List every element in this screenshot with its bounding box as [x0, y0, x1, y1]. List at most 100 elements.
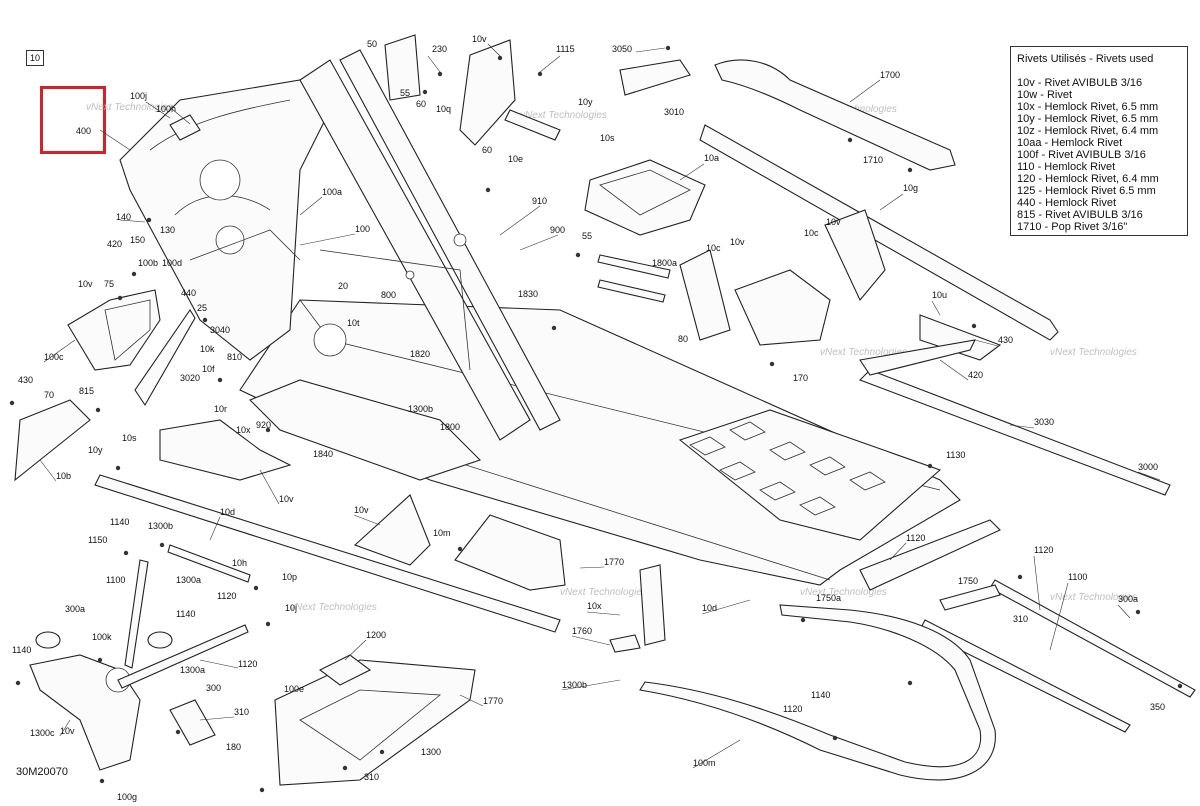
legend-item: 1710 - Pop Rivet 3/16" — [1017, 221, 1128, 233]
callout: 80 — [678, 334, 688, 344]
callout: 10j — [285, 603, 297, 613]
callout: 910 — [532, 196, 547, 206]
callout: 3030 — [1034, 417, 1054, 427]
callout: 1300 — [421, 747, 441, 757]
callout: 3040 — [210, 325, 230, 335]
callout: 10c — [804, 228, 819, 238]
callout: 20 — [338, 281, 348, 291]
callout: 75 — [104, 279, 114, 289]
legend-item: 10y - Hemlock Rivet, 6.5 mm — [1017, 113, 1159, 125]
callout: 1140 — [176, 609, 195, 619]
callout: 440 — [181, 288, 196, 298]
callout: 1130 — [946, 450, 965, 460]
callout: 300a — [65, 604, 85, 614]
watermark: vNext Technologies — [1050, 592, 1137, 603]
leader-lines — [39, 43, 1161, 769]
callout: 1100 — [1068, 572, 1087, 582]
callout: 310 — [1013, 614, 1028, 624]
callout: 130 — [160, 225, 175, 235]
callout: 100c — [44, 352, 64, 362]
callout: 430 — [18, 375, 33, 385]
watermark: vNext Technologies — [290, 602, 377, 613]
callout: 10v — [279, 494, 294, 504]
callout: 10a — [704, 153, 719, 163]
callout: 1750a — [816, 593, 841, 603]
callout: 1300c — [30, 728, 55, 738]
legend-item: 10aa - Hemlock Rivet — [1017, 137, 1123, 149]
callout: 1200 — [366, 630, 386, 640]
callout: 1300b — [408, 404, 433, 414]
callout: 800 — [381, 290, 396, 300]
callout: 1800 — [440, 422, 460, 432]
callout: 10c — [706, 243, 721, 253]
callout: 900 — [550, 225, 565, 235]
callout: 10q — [436, 104, 451, 114]
callout: 25 — [197, 303, 207, 313]
callout: 70 — [44, 390, 54, 400]
highlight-box — [40, 86, 106, 154]
callout: 10h — [232, 558, 247, 568]
callout: 100h — [156, 104, 176, 114]
callout: 10p — [282, 572, 297, 582]
callout: 1300b — [562, 680, 587, 690]
callout: 1140 — [110, 517, 129, 527]
callout: 430 — [998, 335, 1013, 345]
callout: 10x — [587, 601, 602, 611]
callout: 1770 — [483, 696, 503, 706]
page-number-box: 10 — [26, 50, 44, 66]
callout: 400 — [76, 126, 91, 136]
callout: 10y — [578, 97, 593, 107]
watermark: vNext Technologies — [800, 587, 887, 598]
callout-labels: 50 230 10v 1115 3050 1700 100j 100h 400 … — [12, 34, 1165, 802]
legend-item: 125 - Hemlock Rivet 6.5 mm — [1017, 185, 1156, 197]
left-parts — [14, 289, 561, 771]
callout: 1300a — [176, 575, 201, 585]
callout: 1120 — [217, 591, 236, 601]
callout: 10v — [472, 34, 487, 44]
legend-item: 10x - Hemlock Rivet, 6.5 mm — [1017, 101, 1159, 113]
callout: 1820 — [410, 349, 430, 359]
callout: 10s — [122, 433, 137, 443]
legend-item: 440 - Hemlock Rivet — [1017, 197, 1117, 209]
watermark: vNext Technologies — [560, 587, 647, 598]
legend-item: 110 - Hemlock Rivet — [1017, 161, 1116, 173]
callout: 50 — [367, 39, 377, 49]
callout: 1760 — [572, 626, 592, 636]
callout: 10y — [88, 445, 103, 455]
callout: 10v — [730, 237, 745, 247]
watermark: vNext Technologies — [86, 102, 173, 113]
callout: 60 — [482, 145, 492, 155]
callout: 100k — [92, 632, 112, 642]
callout: 3000 — [1138, 462, 1158, 472]
callout: 310 — [364, 772, 379, 782]
callout: 3020 — [180, 373, 200, 383]
watermark: vNext Technologies — [1050, 347, 1137, 358]
callout: 1770 — [604, 557, 624, 567]
right-rails — [699, 59, 1196, 733]
callout: 100d — [162, 258, 182, 268]
callout: 1710 — [863, 155, 883, 165]
callout: 420 — [968, 370, 983, 380]
legend-item: 100f - Rivet AVIBULB 3/16 — [1017, 149, 1146, 161]
callout: 310 — [234, 707, 249, 717]
callout: 10u — [932, 290, 947, 300]
callout: 100g — [117, 792, 137, 802]
callout: 10m — [433, 528, 451, 538]
center-parts — [169, 34, 996, 786]
callout: 100a — [322, 187, 342, 197]
callout: 230 — [432, 44, 447, 54]
callout: 1300b — [148, 521, 173, 531]
callout: 1300a — [180, 665, 205, 675]
legend-item: 10w - Rivet — [1017, 89, 1073, 101]
callout: 10k — [200, 344, 215, 354]
callout: 420 — [107, 239, 122, 249]
callout: 10v — [826, 217, 841, 227]
callout: 100b — [138, 258, 158, 268]
callout: 10x — [236, 425, 251, 435]
callout: 1750 — [958, 576, 978, 586]
legend-item: 10z - Hemlock Rivet, 6.4 mm — [1017, 125, 1159, 137]
callout: 10d — [220, 507, 235, 517]
callout: 100 — [355, 224, 370, 234]
callout: 10t — [347, 318, 360, 328]
callout: 150 — [130, 235, 145, 245]
